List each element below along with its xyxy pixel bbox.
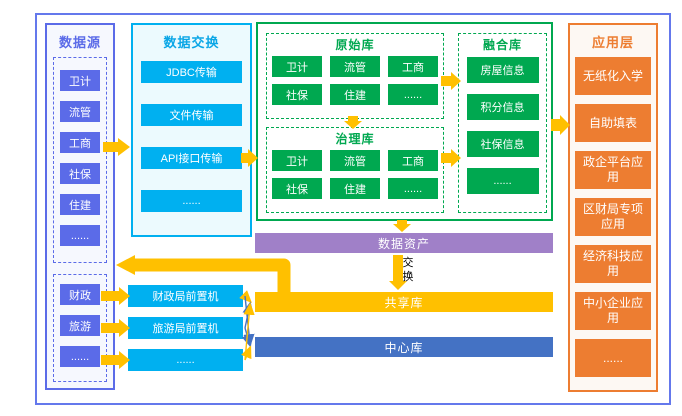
datasource-panel: 数据源 卫计 流管 工商 社保 住建 ...... 财政 旅游 ...... — [45, 23, 115, 390]
fusion-library-items: 房屋信息 积分信息 社保信息 ...... — [466, 57, 539, 194]
center-library-bar: 中心库 — [255, 337, 553, 357]
original-library-items: 卫计 流管 工商 社保 住建 ...... — [267, 56, 443, 105]
application-node: 自助填表 — [575, 104, 651, 142]
library-node: 流管 — [330, 150, 380, 171]
exchange-node: ...... — [141, 190, 242, 212]
application-node: 中小企业应用 — [575, 292, 651, 330]
datasource-node: 社保 — [60, 163, 100, 184]
original-library-title: 原始库 — [335, 38, 375, 52]
data-asset-bar: 数据资产 — [255, 233, 553, 253]
data-exchange-items: JDBC传输 文件传输 API接口传输 ...... — [141, 61, 242, 212]
front-machine: 财政局前置机 — [128, 285, 243, 307]
application-node: 区财局专项应用 — [575, 198, 651, 236]
application-items: 无纸化入学 自助填表 政企平台应用 区财局专项应用 经济科技应用 中小企业应用 … — [575, 57, 651, 377]
library-node: 房屋信息 — [466, 57, 539, 83]
datasource-node: ...... — [60, 225, 100, 246]
exchange-label: 交换 — [402, 257, 414, 283]
fusion-library-title: 融合库 — [482, 38, 522, 52]
datasource-node: 卫计 — [60, 70, 100, 91]
data-exchange-panel: 数据交换 JDBC传输 文件传输 API接口传输 ...... — [131, 23, 252, 237]
library-node: 工商 — [388, 150, 438, 171]
library-node: 社保信息 — [466, 131, 539, 157]
front-machine: 旅游局前置机 — [128, 317, 243, 339]
datasource-node: 工商 — [60, 132, 100, 153]
datasource-title: 数据源 — [58, 35, 101, 50]
libraries-container: 原始库 卫计 流管 工商 社保 住建 ...... 治理库 卫计 流管 工商 社… — [256, 22, 553, 221]
library-node: ...... — [388, 178, 438, 199]
application-node: 无纸化入学 — [575, 57, 651, 95]
shared-library-bar: 共享库 — [255, 292, 553, 312]
outer-frame — [35, 13, 671, 405]
library-node: 卫计 — [272, 150, 322, 171]
application-node: 政企平台应用 — [575, 151, 651, 189]
library-node: 卫计 — [272, 56, 322, 77]
library-node: 住建 — [330, 84, 380, 105]
datasource-node: 财政 — [60, 284, 100, 305]
application-layer-panel: 应用层 无纸化入学 自助填表 政企平台应用 区财局专项应用 经济科技应用 中小企… — [568, 23, 658, 392]
library-node: 积分信息 — [466, 94, 539, 120]
library-node: ...... — [388, 84, 438, 105]
governance-library-title: 治理库 — [335, 132, 375, 146]
exchange-node: JDBC传输 — [141, 61, 242, 83]
application-node: ...... — [575, 339, 651, 377]
original-library: 原始库 卫计 流管 工商 社保 住建 ...... — [266, 33, 444, 119]
library-node: 社保 — [272, 84, 322, 105]
datasource-node: ...... — [60, 346, 100, 367]
datasource-group-1: 卫计 流管 工商 社保 住建 ...... — [53, 57, 107, 263]
library-node: ...... — [466, 168, 539, 194]
library-node: 社保 — [272, 178, 322, 199]
exchange-node: API接口传输 — [141, 147, 242, 169]
front-machine: ...... — [128, 349, 243, 371]
datasource-group-2: 财政 旅游 ...... — [53, 274, 107, 382]
datasource-node: 流管 — [60, 101, 100, 122]
governance-library-items: 卫计 流管 工商 社保 住建 ...... — [267, 150, 443, 199]
fusion-library: 融合库 房屋信息 积分信息 社保信息 ...... — [458, 33, 547, 213]
data-exchange-title: 数据交换 — [163, 35, 220, 50]
application-node: 经济科技应用 — [575, 245, 651, 283]
application-layer-title: 应用层 — [591, 35, 634, 50]
library-node: 流管 — [330, 56, 380, 77]
datasource-node: 住建 — [60, 194, 100, 215]
library-node: 工商 — [388, 56, 438, 77]
governance-library: 治理库 卫计 流管 工商 社保 住建 ...... — [266, 127, 444, 213]
datasource-node: 旅游 — [60, 315, 100, 336]
exchange-node: 文件传输 — [141, 104, 242, 126]
library-node: 住建 — [330, 178, 380, 199]
